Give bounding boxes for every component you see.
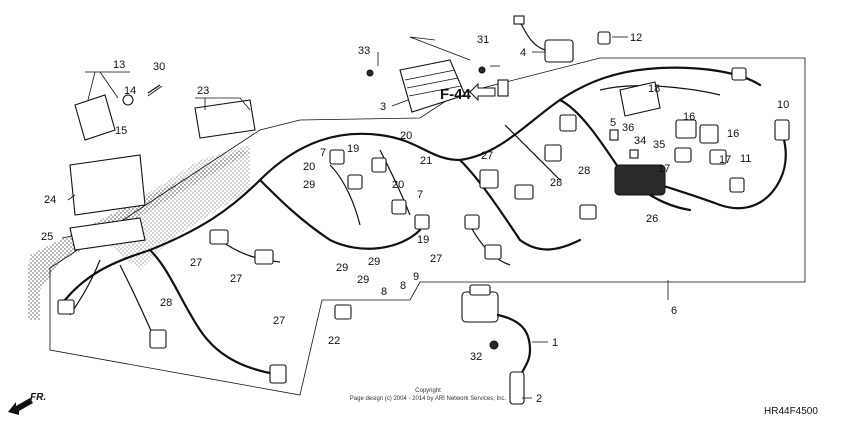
reference-arrow: F-44 bbox=[440, 82, 496, 103]
callout-28c: 28 bbox=[578, 165, 590, 177]
ignition-coil-assembly bbox=[461, 284, 532, 405]
left-components bbox=[69, 85, 256, 251]
callouts: 1 2 3 4 5 6 7 7 8 8 9 10 11 12 13 14 15 … bbox=[41, 32, 789, 405]
ecm-module bbox=[399, 59, 466, 113]
relay-block bbox=[614, 119, 790, 196]
callout-29b: 29 bbox=[336, 262, 348, 274]
callout-36: 36 bbox=[622, 122, 634, 134]
callout-27b: 27 bbox=[230, 273, 242, 285]
fasteners bbox=[147, 66, 486, 94]
callout-27e: 27 bbox=[481, 150, 493, 162]
callout-28a: 28 bbox=[160, 297, 172, 309]
callout-26: 26 bbox=[646, 213, 658, 225]
callout-15: 15 bbox=[115, 125, 127, 137]
callout-29c: 29 bbox=[357, 274, 369, 286]
callout-8b: 8 bbox=[400, 280, 406, 292]
callout-4: 4 bbox=[520, 47, 526, 59]
callout-19b: 19 bbox=[417, 234, 429, 246]
callout-35: 35 bbox=[653, 139, 665, 151]
callout-22: 22 bbox=[328, 335, 340, 347]
callout-14: 14 bbox=[124, 85, 136, 97]
callout-25: 25 bbox=[41, 231, 53, 243]
callout-24: 24 bbox=[44, 194, 56, 206]
callout-18: 18 bbox=[648, 83, 660, 95]
callout-20c: 20 bbox=[392, 179, 404, 191]
callout-20b: 20 bbox=[303, 161, 315, 173]
callout-19a: 19 bbox=[347, 143, 359, 155]
callout-17b: 17 bbox=[719, 154, 731, 166]
callout-21: 21 bbox=[420, 155, 432, 167]
callout-7a: 7 bbox=[320, 147, 326, 159]
callout-5: 5 bbox=[610, 117, 616, 129]
fuse-box bbox=[619, 81, 661, 117]
callout-10: 10 bbox=[777, 99, 789, 111]
leader-lines bbox=[61, 36, 669, 399]
callout-27c: 27 bbox=[273, 315, 285, 327]
callout-8a: 8 bbox=[381, 286, 387, 298]
front-direction-arrow: FR. bbox=[8, 392, 46, 415]
callout-11: 11 bbox=[740, 153, 751, 165]
callout-30: 30 bbox=[153, 61, 165, 73]
callout-20a: 20 bbox=[400, 130, 412, 142]
callout-33: 33 bbox=[358, 45, 370, 57]
callout-1: 1 bbox=[552, 337, 558, 349]
callout-2: 2 bbox=[536, 393, 542, 405]
callout-29d: 29 bbox=[368, 256, 380, 268]
callout-32: 32 bbox=[470, 351, 482, 363]
callout-16b: 16 bbox=[727, 128, 739, 140]
relay-4 bbox=[513, 15, 574, 63]
connectors bbox=[57, 31, 747, 384]
callout-27a: 27 bbox=[190, 257, 202, 269]
callout-16a: 16 bbox=[683, 111, 695, 123]
diagram-code: HR44F4500 bbox=[764, 406, 818, 417]
callout-31: 31 bbox=[477, 34, 489, 46]
callout-28b: 28 bbox=[550, 177, 562, 189]
callout-9: 9 bbox=[413, 271, 419, 283]
callout-34: 34 bbox=[634, 135, 646, 147]
copyright-line-2: Page design (c) 2004 - 2014 by ARI Netwo… bbox=[350, 396, 507, 402]
callout-29a: 29 bbox=[303, 179, 315, 191]
callout-7b: 7 bbox=[417, 189, 423, 201]
copyright-line-1: Copyright bbox=[415, 388, 441, 394]
callout-13: 13 bbox=[113, 59, 125, 71]
callout-17a: 17 bbox=[658, 163, 670, 175]
callout-6: 6 bbox=[671, 305, 677, 317]
callout-27d: 27 bbox=[430, 253, 442, 265]
reference-label: F-44 bbox=[440, 86, 472, 103]
callout-23: 23 bbox=[197, 85, 209, 97]
direction-label: FR. bbox=[30, 392, 46, 403]
callout-12: 12 bbox=[630, 32, 642, 44]
callout-3: 3 bbox=[380, 101, 386, 113]
